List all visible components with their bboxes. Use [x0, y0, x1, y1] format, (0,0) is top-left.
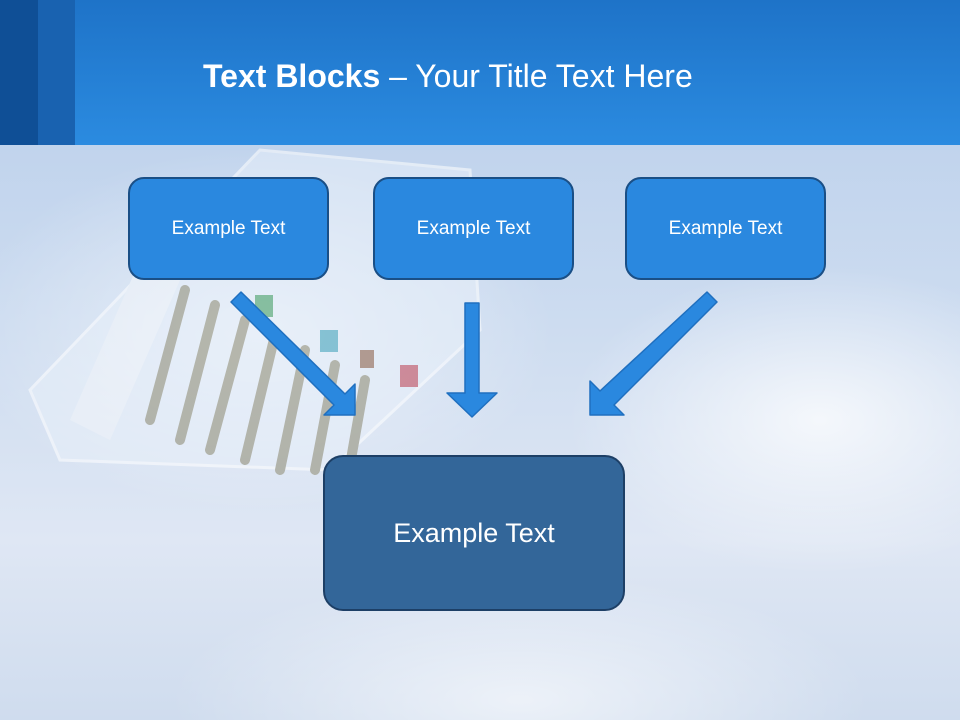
slide-title: Text Blocks – Your Title Text Here: [203, 54, 693, 98]
source-box-2: Example Text: [373, 177, 574, 280]
source-box-1: Example Text: [128, 177, 329, 280]
title-dash: –: [380, 58, 416, 94]
source-box-3: Example Text: [625, 177, 826, 280]
target-box: Example Text: [323, 455, 625, 611]
title-rest: Your Title Text Here: [415, 58, 693, 94]
header-accent-stripe: [38, 0, 75, 145]
header-accent-stripe: [0, 0, 38, 145]
title-bold: Text Blocks: [203, 58, 381, 94]
title-bar: Text Blocks – Your Title Text Here: [0, 0, 960, 145]
arrow-left-to-target: [230, 291, 356, 416]
target-box-label: Example Text: [393, 517, 555, 548]
source-box-2-label: Example Text: [416, 217, 531, 239]
source-box-3-label: Example Text: [668, 217, 783, 239]
arrow-right-to-target: [589, 291, 718, 416]
source-box-1-label: Example Text: [171, 217, 286, 239]
arrow-middle-to-target: [446, 302, 498, 418]
